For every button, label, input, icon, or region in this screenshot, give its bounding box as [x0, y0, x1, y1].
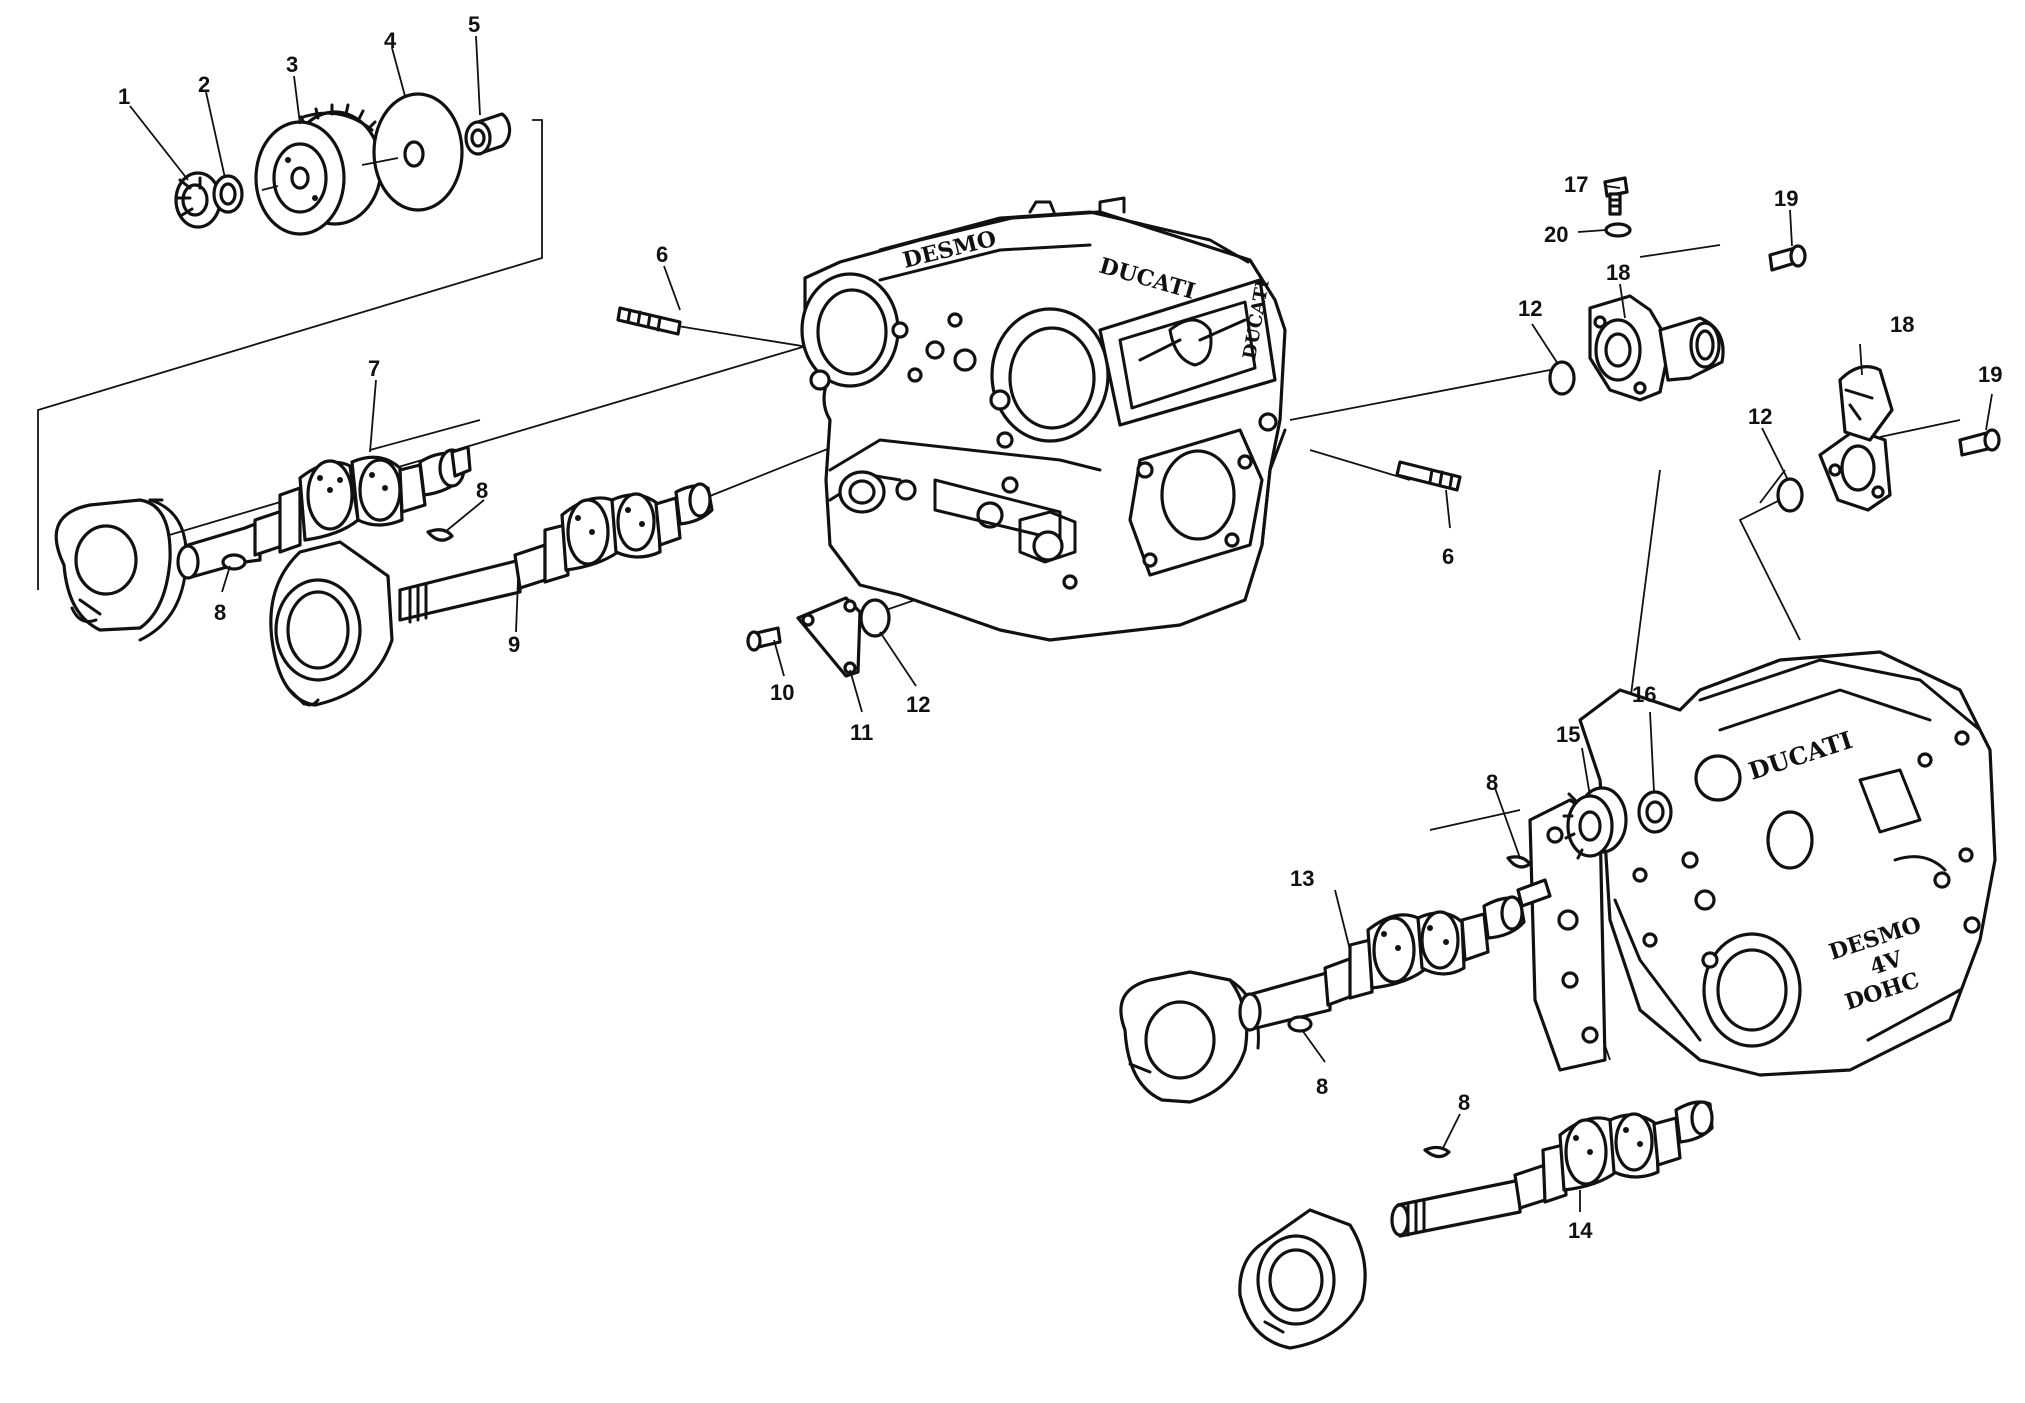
callout-14: 14: [1568, 1218, 1593, 1243]
camshaft-lower-left: [269, 482, 714, 707]
bearing: [1637, 790, 1673, 834]
callout-5: 5: [468, 12, 480, 37]
bleed-screw: [1603, 176, 1629, 216]
leader-lines: [129, 35, 1993, 1212]
cylinder-head-right: DUCATI DESMO 4V DOHC: [1578, 650, 1997, 1077]
callout-8-b: 8: [214, 600, 226, 625]
callout-12-a: 12: [906, 692, 930, 717]
water-outlet-lower: [1818, 365, 1894, 512]
pulley-washer: [212, 174, 244, 214]
callout-4: 4: [384, 28, 397, 53]
pulley-flange-disc: [372, 92, 464, 212]
callout-18-a: 18: [1606, 260, 1630, 285]
water-outlet-upper: [1588, 294, 1725, 402]
callout-8-a: 8: [476, 478, 488, 503]
pulley-nut: [174, 171, 222, 229]
toothed-pulley: [254, 103, 383, 236]
callout-8-d: 8: [1316, 1074, 1328, 1099]
callout-9: 9: [508, 632, 520, 657]
callout-6-right: 6: [1442, 544, 1454, 569]
callout-12-c: 12: [1748, 404, 1772, 429]
bracket-screw: [746, 626, 782, 652]
bleed-washer: [1604, 222, 1632, 238]
o-ring-bracket: [859, 598, 891, 638]
callout-19-a: 19: [1774, 186, 1798, 211]
callout-8-c: 8: [1486, 770, 1498, 795]
woodruff-key-2: [221, 553, 247, 571]
cylinder-head-left: DESMO DUCATI DUCATI: [800, 196, 1287, 642]
callout-6-left: 6: [656, 242, 668, 267]
callout-1: 1: [118, 84, 130, 109]
callout-labels: 1 2 3 4 5 6 6 7 8 8 8 8 8 9 10 11 12 12 …: [118, 12, 2002, 1243]
drive-gear: [1562, 786, 1628, 860]
o-ring-outlet-upper: [1548, 360, 1576, 396]
callout-10: 10: [770, 680, 794, 705]
woodruff-key-3: [1506, 855, 1532, 869]
camshaft-right-lower: [1238, 1100, 1714, 1350]
callout-17: 17: [1564, 172, 1588, 197]
callout-7: 7: [368, 356, 380, 381]
callout-16: 16: [1632, 682, 1656, 707]
outlet-screw-lower: [1958, 428, 2001, 457]
right-gasket-plate: [1528, 798, 1607, 1072]
woodruff-key-1: [426, 528, 454, 542]
callout-19-b: 19: [1978, 362, 2002, 387]
callout-12-b: 12: [1518, 296, 1542, 321]
callout-11: 11: [850, 720, 873, 745]
stud-right: [1395, 460, 1462, 492]
callout-15: 15: [1556, 722, 1580, 747]
woodruff-key-4: [1287, 1015, 1313, 1033]
stud-left: [616, 306, 682, 336]
camshaft-right-upper: [1119, 878, 1552, 1104]
woodruff-key-5: [1423, 1145, 1451, 1159]
callout-3: 3: [286, 52, 298, 77]
callout-2: 2: [198, 72, 210, 97]
callout-20: 20: [1544, 222, 1568, 247]
callout-18-b: 18: [1890, 312, 1914, 337]
bracket-plate: [796, 596, 862, 678]
callout-8-e: 8: [1458, 1090, 1470, 1115]
o-ring-outlet-lower: [1776, 477, 1804, 513]
pulley-spacer: [464, 112, 512, 156]
camshaft-upper-left: [54, 445, 472, 642]
callout-13: 13: [1290, 866, 1314, 891]
outlet-screw-upper: [1768, 244, 1807, 272]
